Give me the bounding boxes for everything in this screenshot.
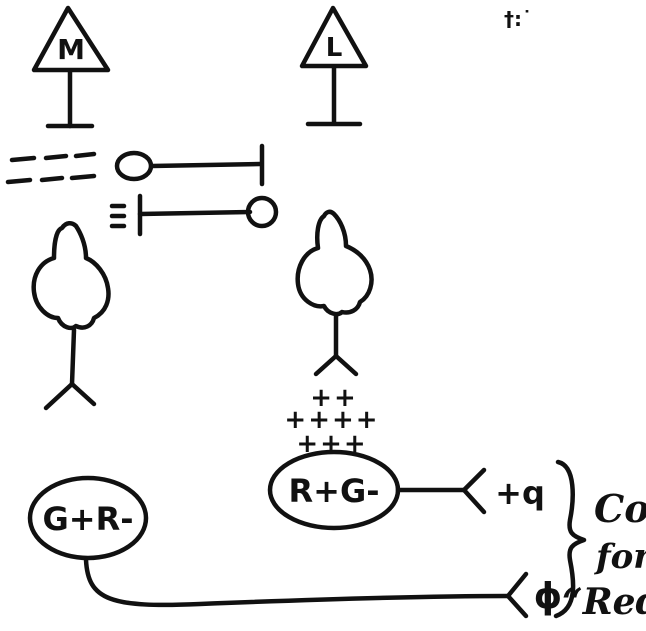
synapse-bulb <box>245 195 279 229</box>
charge-row-2: ++++ <box>284 405 379 435</box>
charge-row-1: ++ <box>310 383 358 413</box>
m-signal-dashes <box>5 151 97 185</box>
corner-mark: †:˙ <box>504 7 532 31</box>
left-bipolar-cell <box>31 221 111 411</box>
l-to-m-synapse <box>137 193 279 237</box>
m-to-l-synapse <box>114 143 265 187</box>
output-phi: ϕ <box>534 576 563 617</box>
left-ganglion-cell: G+R- <box>27 475 511 608</box>
l-cone: L <box>299 5 369 127</box>
l-cone-label: L <box>326 33 343 63</box>
left-ganglion-outline <box>27 475 149 561</box>
output-plus-q: +q <box>495 474 545 512</box>
l-signal-marks <box>109 203 127 229</box>
m-cone: M <box>31 5 111 129</box>
annotation-line-2: for <box>594 537 646 577</box>
right-ganglion-label: R+G- <box>289 472 380 510</box>
right-ganglion-cell: R+G- <box>267 449 487 531</box>
grouping-brace <box>553 459 587 619</box>
annotation-line-1: Code <box>594 486 646 531</box>
synapse-bulb <box>114 150 154 182</box>
annotation-line-3: “Red” <box>562 581 646 623</box>
left-ganglion-label: G+R- <box>43 500 134 538</box>
right-bipolar-cell <box>295 209 374 377</box>
bottom-output-fork <box>505 571 529 619</box>
charge-cluster: ++ ++++ +++ <box>284 383 379 459</box>
m-cone-label: M <box>57 33 85 66</box>
